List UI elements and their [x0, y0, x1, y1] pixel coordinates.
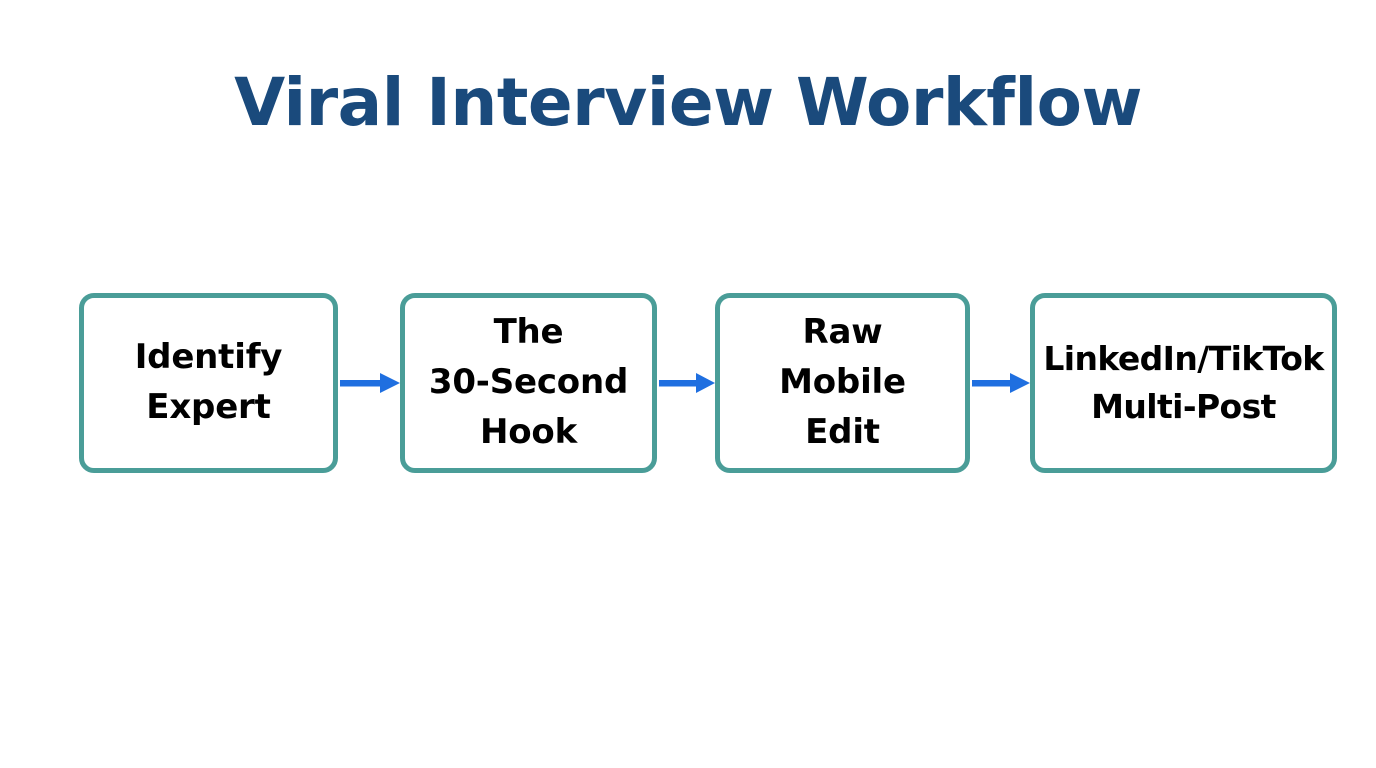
- arrow-right-icon: [659, 367, 715, 399]
- flow-node-linkedin-tiktok-multi-post[interactable]: LinkedIn/TikTok Multi-Post: [1030, 293, 1337, 473]
- flow-node-identify-expert[interactable]: Identify Expert: [79, 293, 338, 473]
- page-title: Viral Interview Workflow: [234, 64, 1142, 141]
- arrow-right-icon: [340, 367, 400, 399]
- flowchart: Identify Expert The 30-Second Hook Raw M…: [0, 293, 1376, 475]
- flow-node-label: Identify Expert: [134, 337, 283, 427]
- arrow-right-icon: [972, 367, 1030, 399]
- flow-node-label: Raw Mobile Edit: [779, 312, 906, 452]
- flow-node-raw-mobile-edit[interactable]: Raw Mobile Edit: [715, 293, 970, 473]
- flow-node-label: LinkedIn/TikTok Multi-Post: [1043, 338, 1324, 427]
- flow-node-thirty-second-hook[interactable]: The 30-Second Hook: [400, 293, 657, 473]
- flow-node-label: The 30-Second Hook: [428, 312, 629, 452]
